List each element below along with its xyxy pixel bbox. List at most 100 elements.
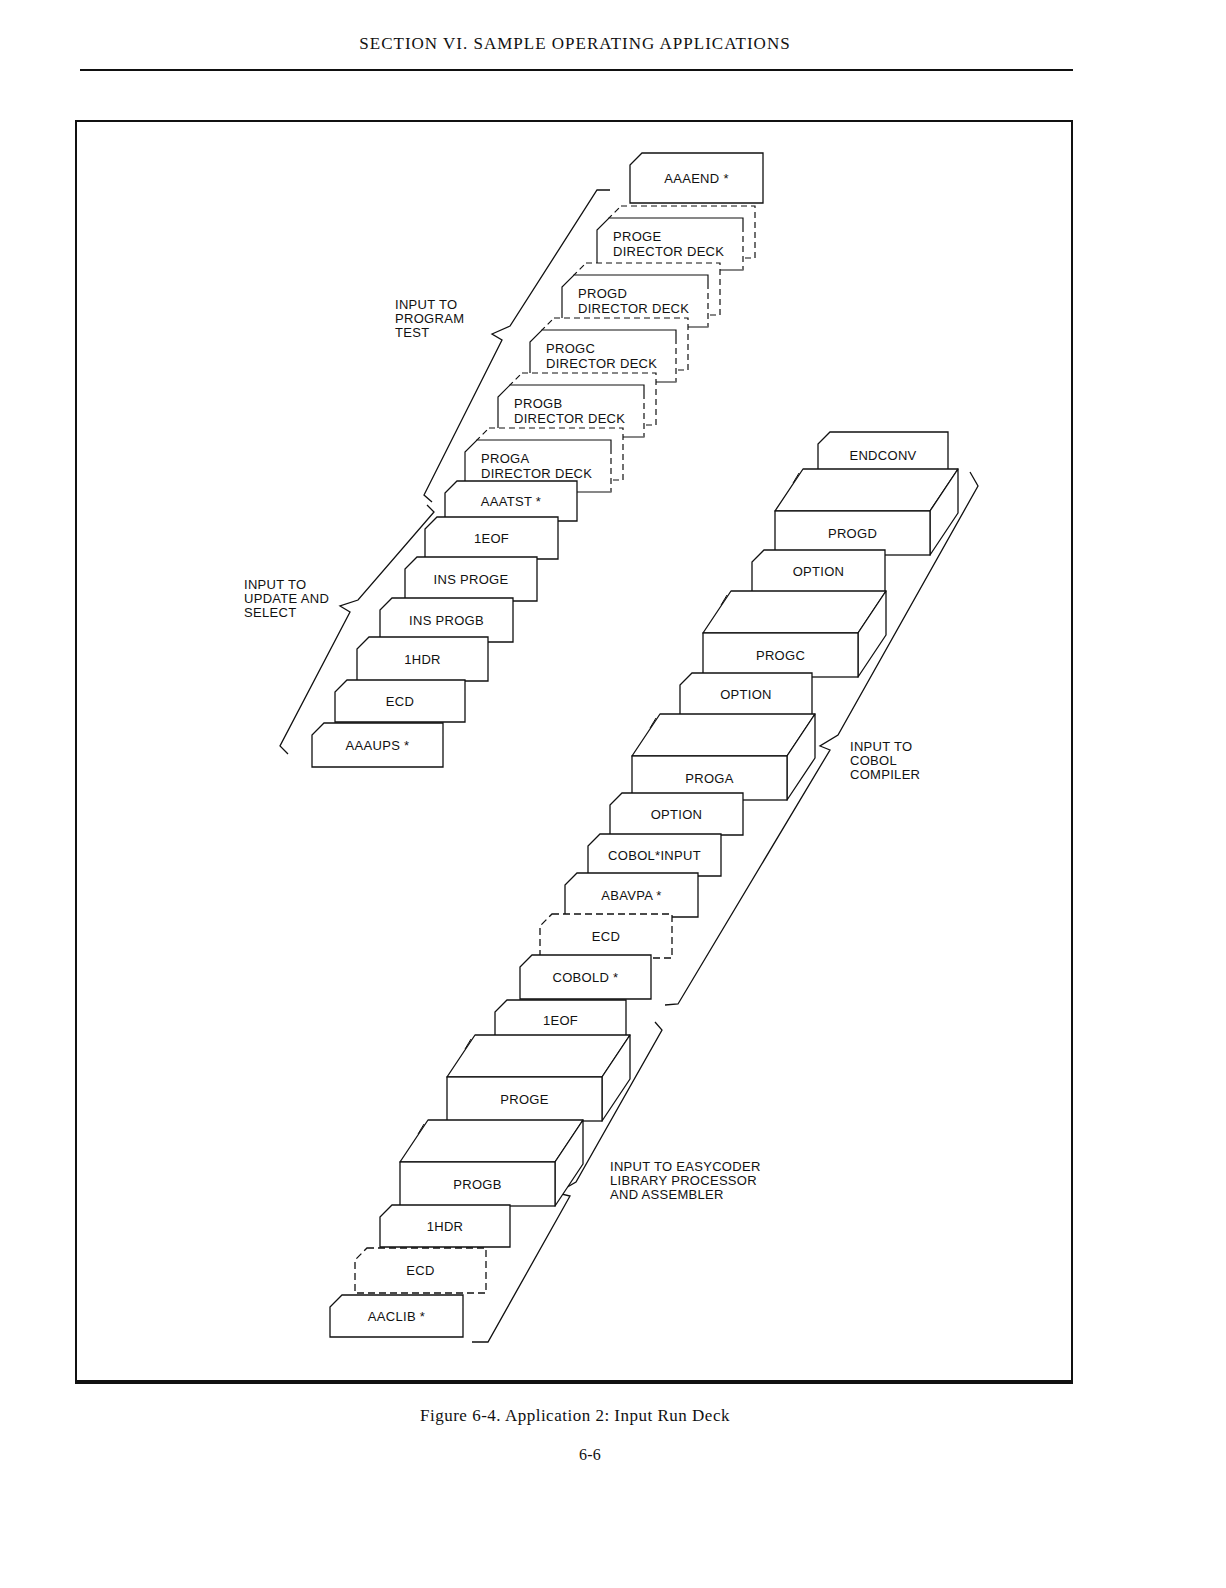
card-text-group: 1HDR bbox=[404, 652, 441, 667]
card-text-group: COBOLD * bbox=[553, 970, 619, 985]
figure-frame bbox=[76, 121, 1072, 1382]
card-text-group: PROGDDIRECTOR DECK bbox=[578, 286, 689, 316]
card-text-group: OPTION bbox=[720, 687, 772, 702]
card-label: ECD bbox=[592, 929, 620, 944]
card-text-group: INS PROGE bbox=[434, 572, 509, 587]
card-label: ECD bbox=[386, 694, 414, 709]
card-label: INS PROGE bbox=[434, 572, 509, 587]
card-label: PROGA bbox=[481, 451, 592, 466]
card-label: INS PROGB bbox=[409, 613, 484, 628]
punched-card: 1EOF bbox=[425, 517, 558, 559]
card-text-group: ECD bbox=[592, 929, 620, 944]
header-rule bbox=[80, 69, 1073, 71]
card-label: AAAUPS * bbox=[346, 738, 410, 753]
card-label: DIRECTOR DECK bbox=[613, 244, 724, 259]
card-label: AACLIB * bbox=[368, 1309, 425, 1324]
punched-card: ECD bbox=[540, 914, 672, 958]
punched-card: ECD bbox=[335, 680, 465, 722]
card-label: COBOL*INPUT bbox=[608, 848, 701, 863]
punched-card: INS PROGE bbox=[405, 557, 537, 601]
card-text-group: 1HDR bbox=[427, 1219, 464, 1234]
card-outline bbox=[703, 591, 886, 677]
card-outline bbox=[632, 714, 815, 800]
card-text-group: OPTION bbox=[793, 564, 845, 579]
punched-card: AAAUPS * bbox=[312, 723, 443, 767]
card-label: PROGC bbox=[546, 341, 657, 356]
punched-card: 1HDR bbox=[357, 637, 488, 681]
card-label: AAAEND * bbox=[664, 171, 729, 186]
card-label: ECD bbox=[406, 1263, 434, 1278]
card-label: 1EOF bbox=[474, 531, 509, 546]
card-text-group: AAAUPS * bbox=[346, 738, 410, 753]
card-text-group: ENDCONV bbox=[849, 448, 916, 463]
card-label: 1EOF bbox=[543, 1013, 578, 1028]
card-label: DIRECTOR DECK bbox=[514, 411, 625, 426]
page-title: SECTION VI. SAMPLE OPERATING APPLICATION… bbox=[0, 34, 1150, 54]
card-label: DIRECTOR DECK bbox=[578, 301, 689, 316]
page-number: 6-6 bbox=[560, 1448, 620, 1462]
card-label: ABAVPA * bbox=[601, 888, 661, 903]
card-label: ENDCONV bbox=[849, 448, 916, 463]
director-deck: PROGDDIRECTOR DECK bbox=[562, 263, 720, 327]
program-deck: PROGD bbox=[775, 469, 958, 555]
card-text-group: PROGB bbox=[453, 1177, 501, 1192]
bracket-label: INPUT TO PROGRAM TEST bbox=[395, 298, 473, 340]
card-label: OPTION bbox=[720, 687, 772, 702]
card-label: 1HDR bbox=[427, 1219, 464, 1234]
bracket-label: INPUT TO COBOL COMPILER bbox=[850, 740, 928, 782]
card-text-group: OPTION bbox=[651, 807, 703, 822]
card-label: PROGE bbox=[500, 1092, 548, 1107]
punched-card: INS PROGB bbox=[380, 598, 513, 642]
bracket-label: INPUT TO EASYCODER LIBRARY PROCESSOR AND… bbox=[610, 1160, 770, 1202]
punched-card: COBOLD * bbox=[520, 955, 651, 999]
card-text-group: ECD bbox=[406, 1263, 434, 1278]
card-text-group: PROGA bbox=[685, 771, 733, 786]
director-deck: PROGEDIRECTOR DECK bbox=[597, 206, 755, 270]
card-label: PROGA bbox=[685, 771, 733, 786]
program-deck: PROGB bbox=[400, 1120, 583, 1206]
card-outline bbox=[775, 469, 958, 555]
figure-caption: Figure 6-4. Application 2: Input Run Dec… bbox=[0, 1406, 1150, 1426]
director-deck: PROGCDIRECTOR DECK bbox=[530, 318, 688, 382]
card-label: 1HDR bbox=[404, 652, 441, 667]
card-text-group: ECD bbox=[386, 694, 414, 709]
card-outline bbox=[447, 1035, 630, 1121]
card-label: PROGB bbox=[514, 396, 625, 411]
card-label: COBOLD * bbox=[553, 970, 619, 985]
card-label: DIRECTOR DECK bbox=[546, 356, 657, 371]
card-text-group: 1EOF bbox=[543, 1013, 578, 1028]
program-deck: PROGA bbox=[632, 714, 815, 800]
card-text-group: PROGC bbox=[756, 648, 805, 663]
card-text-group: AACLIB * bbox=[368, 1309, 425, 1324]
program-deck: PROGC bbox=[703, 591, 886, 677]
card-text-group: PROGCDIRECTOR DECK bbox=[546, 341, 657, 371]
bracket-label: INPUT TO UPDATE AND SELECT bbox=[244, 578, 339, 620]
card-text-group: AAATST * bbox=[481, 494, 541, 509]
card-text-group: 1EOF bbox=[474, 531, 509, 546]
punched-card: OPTION bbox=[680, 673, 812, 715]
card-label: PROGD bbox=[578, 286, 689, 301]
punched-card: AAATST * bbox=[445, 481, 577, 521]
card-label: DIRECTOR DECK bbox=[481, 466, 592, 481]
punched-card: ECD bbox=[355, 1248, 486, 1293]
card-label: OPTION bbox=[651, 807, 703, 822]
punched-card: AACLIB * bbox=[330, 1295, 463, 1337]
punched-card: AAAEND * bbox=[630, 153, 763, 203]
card-text-group: ABAVPA * bbox=[601, 888, 661, 903]
card-text-group: COBOL*INPUT bbox=[608, 848, 701, 863]
director-deck: PROGBDIRECTOR DECK bbox=[498, 373, 656, 437]
card-text-group: PROGBDIRECTOR DECK bbox=[514, 396, 625, 426]
card-label: OPTION bbox=[793, 564, 845, 579]
card-text-group: PROGE bbox=[500, 1092, 548, 1107]
card-outline bbox=[400, 1120, 583, 1206]
punched-card: OPTION bbox=[610, 793, 743, 835]
card-text-group: PROGD bbox=[828, 526, 877, 541]
punched-card: 1EOF bbox=[495, 1000, 626, 1040]
card-label: PROGE bbox=[613, 229, 724, 244]
card-label: AAATST * bbox=[481, 494, 541, 509]
punched-card: 1HDR bbox=[380, 1205, 510, 1247]
card-text-group: PROGEDIRECTOR DECK bbox=[613, 229, 724, 259]
card-text-group: INS PROGB bbox=[409, 613, 484, 628]
card-label: PROGD bbox=[828, 526, 877, 541]
program-deck: PROGE bbox=[447, 1035, 630, 1121]
